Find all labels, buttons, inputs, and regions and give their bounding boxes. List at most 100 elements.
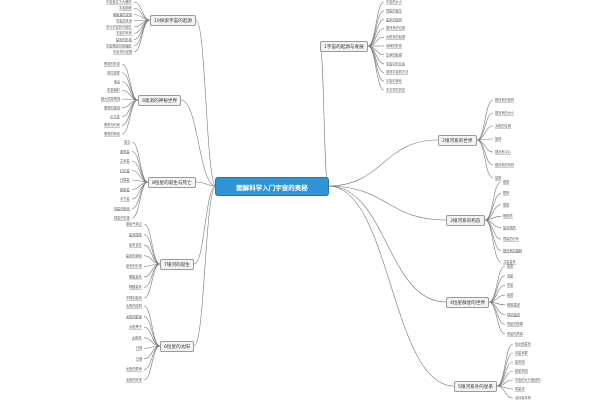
leaf-item[interactable]: 星系碰撞 bbox=[129, 232, 142, 237]
leaf-item[interactable]: 银河系的年龄 bbox=[495, 163, 515, 167]
leaf-item[interactable]: 观测宇宙的方法 bbox=[386, 70, 409, 75]
leaf-item[interactable]: 星系的结构 bbox=[386, 17, 402, 22]
leaf-item[interactable]: 星系团 bbox=[515, 360, 525, 364]
leaf-item[interactable]: 超大质量黑洞 bbox=[101, 97, 121, 101]
leaf-item[interactable]: 恒星的距离 bbox=[507, 322, 523, 327]
leaf-item[interactable]: 卫星星系 bbox=[503, 260, 516, 264]
leaf-item[interactable]: 超新星 bbox=[120, 187, 130, 192]
leaf-item[interactable]: 地球的形成 bbox=[386, 44, 402, 48]
chapter-node-4[interactable]: 2银河系的世界 bbox=[438, 135, 477, 146]
leaf-item[interactable]: 银河系的结构 bbox=[495, 98, 515, 102]
leaf-item[interactable]: 太阳的能量 bbox=[126, 314, 142, 319]
leaf-item[interactable]: 宇宙的大尺度结构 bbox=[515, 378, 541, 382]
leaf-item[interactable]: 星系合并 bbox=[129, 243, 142, 248]
leaf-item[interactable]: 超星系团 bbox=[515, 369, 528, 373]
leaf-item[interactable]: 多元宇宙的可能性 bbox=[106, 25, 132, 29]
leaf-item[interactable]: 星座 bbox=[507, 264, 514, 268]
leaf-item[interactable]: 黑洞与时间 bbox=[104, 123, 120, 128]
leaf-item[interactable]: 银河系的位置 bbox=[386, 26, 406, 31]
leaf-item[interactable]: 黑洞的观测 bbox=[104, 105, 120, 110]
leaf-item[interactable]: 主序星 bbox=[120, 159, 130, 163]
leaf-item[interactable]: 奇点 bbox=[114, 79, 121, 84]
leaf-item[interactable]: 星系的演化 bbox=[126, 253, 142, 258]
leaf-item[interactable]: 宇宙的未来 bbox=[116, 18, 132, 23]
leaf-item[interactable]: 变星 bbox=[507, 283, 514, 288]
leaf-item[interactable]: 天文学的历史 bbox=[386, 88, 406, 92]
leaf-item[interactable]: 银晕 bbox=[503, 202, 510, 207]
leaf-item[interactable]: 宇宙膨胀 bbox=[119, 6, 132, 11]
leaf-item[interactable]: 暗物质 bbox=[503, 214, 513, 219]
leaf-item[interactable]: 宇宙学的发展 bbox=[113, 50, 133, 54]
leaf-item[interactable]: 太阳黑子 bbox=[129, 325, 142, 330]
leaf-item[interactable]: 银河系中心 bbox=[495, 150, 511, 154]
leaf-item[interactable]: 暗能量的发现 bbox=[113, 12, 133, 17]
leaf-item[interactable]: 恒星的诞生 bbox=[386, 8, 402, 13]
leaf-item[interactable]: 星云 bbox=[124, 140, 131, 144]
central-topic[interactable]: 图解科学入门宇宙的奥秘 bbox=[216, 178, 328, 195]
leaf-item[interactable]: 原恒星 bbox=[120, 149, 130, 154]
leaf-item[interactable]: 椭圆星系 bbox=[129, 285, 142, 290]
leaf-item[interactable]: 宇宙诞生于大爆炸 bbox=[106, 0, 132, 4]
leaf-item[interactable]: 生命的起源 bbox=[386, 52, 402, 57]
leaf-item[interactable]: 宇宙微波背景辐射 bbox=[106, 43, 132, 48]
leaf-item[interactable]: 疏散星团 bbox=[507, 302, 520, 307]
chapter-node-5[interactable]: 8恒星的诞生与死亡 bbox=[148, 177, 196, 188]
leaf-item[interactable]: 活动星系核 bbox=[515, 396, 531, 400]
leaf-item[interactable]: 宇宙的年龄 bbox=[116, 31, 132, 36]
leaf-item[interactable]: 不规则星系 bbox=[126, 296, 142, 300]
chapter-node-7[interactable]: 7银河的诞生 bbox=[160, 259, 194, 270]
leaf-item[interactable]: 银核 bbox=[503, 191, 510, 196]
leaf-item[interactable]: 宇宙的演化 bbox=[386, 79, 402, 84]
chapter-node-1[interactable]: 10探索宇宙的起源 bbox=[150, 15, 197, 26]
leaf-item[interactable]: 螺旋星系 bbox=[129, 274, 142, 279]
chapter-node-9[interactable]: 6恒星的太阳 bbox=[160, 341, 194, 352]
leaf-item[interactable]: 银盘 bbox=[503, 180, 510, 184]
branch-connector bbox=[143, 263, 161, 288]
leaf-item[interactable]: 日食 bbox=[136, 356, 143, 361]
leaf-item[interactable]: 红巨星 bbox=[120, 168, 130, 173]
leaf-item[interactable]: 原始气体云 bbox=[126, 222, 142, 226]
leaf-item[interactable]: 白矮星 bbox=[120, 178, 130, 182]
leaf-item[interactable]: 旋臂 bbox=[495, 137, 502, 141]
leaf-item[interactable]: 恒星的亮度 bbox=[114, 216, 130, 220]
chapter-node-6[interactable]: 3银河系的构造 bbox=[446, 215, 485, 226]
branch-connector bbox=[143, 223, 161, 265]
leaf-item[interactable]: 星团 bbox=[495, 176, 502, 180]
leaf-item[interactable]: 太阳的结构 bbox=[126, 304, 142, 308]
leaf-item[interactable]: 太阳的未来 bbox=[126, 378, 142, 382]
leaf-item[interactable]: 银河系的旋转 bbox=[503, 248, 523, 253]
chapter-node-3[interactable]: 9黑洞的神秘世界 bbox=[138, 95, 182, 106]
leaf-item[interactable]: 太阳的位置 bbox=[495, 124, 511, 128]
chapter-node-8[interactable]: 4恒星群星的世界 bbox=[446, 297, 490, 308]
chapter-node-10[interactable]: 5银河系外的星系 bbox=[454, 381, 498, 392]
leaf-item[interactable]: 星际物质 bbox=[503, 225, 516, 230]
leaf-item[interactable]: 仙女座星系 bbox=[515, 342, 531, 346]
leaf-item[interactable]: 银河系的大小 bbox=[495, 111, 515, 115]
leaf-item[interactable]: 太阳风 bbox=[132, 335, 142, 340]
leaf-item[interactable]: 恒星的颜色 bbox=[114, 206, 130, 211]
leaf-item[interactable]: 恒星的分布 bbox=[503, 237, 519, 242]
branch-connector bbox=[476, 138, 494, 141]
leaf-item[interactable]: 星团 bbox=[507, 293, 514, 298]
leaf-item[interactable]: 宇宙的大小 bbox=[386, 0, 402, 4]
leaf-item[interactable]: 双星 bbox=[507, 273, 514, 278]
leaf-item[interactable]: 宇宙中的元素 bbox=[386, 61, 406, 66]
leaf-item[interactable]: 引力波 bbox=[110, 114, 120, 119]
leaf-item[interactable]: 类星体 bbox=[515, 387, 525, 391]
leaf-item[interactable]: 太阳的寿命 bbox=[126, 367, 142, 372]
leaf-item[interactable]: 中子星 bbox=[120, 197, 130, 201]
branch-connector bbox=[131, 151, 149, 183]
leaf-item[interactable]: 霍金辐射 bbox=[107, 88, 120, 93]
leaf-item[interactable]: 事件视界 bbox=[107, 70, 120, 75]
leaf-item[interactable]: 星系的分类 bbox=[126, 264, 142, 269]
leaf-item[interactable]: 黑洞的种类 bbox=[104, 132, 120, 136]
chapter-node-2[interactable]: 1宇宙的起源与发展 bbox=[320, 41, 368, 52]
branch-connector bbox=[367, 1, 385, 47]
leaf-item[interactable]: 本星系群 bbox=[515, 351, 528, 355]
leaf-item[interactable]: 球状星团 bbox=[507, 312, 520, 317]
leaf-item[interactable]: 日珥 bbox=[136, 346, 143, 351]
leaf-item[interactable]: 黑洞的形成 bbox=[104, 62, 120, 66]
leaf-item[interactable]: 恒星的质量 bbox=[507, 332, 523, 336]
leaf-item[interactable]: 太阳系的起源 bbox=[386, 35, 406, 40]
leaf-item[interactable]: 星系的形成 bbox=[116, 37, 132, 42]
